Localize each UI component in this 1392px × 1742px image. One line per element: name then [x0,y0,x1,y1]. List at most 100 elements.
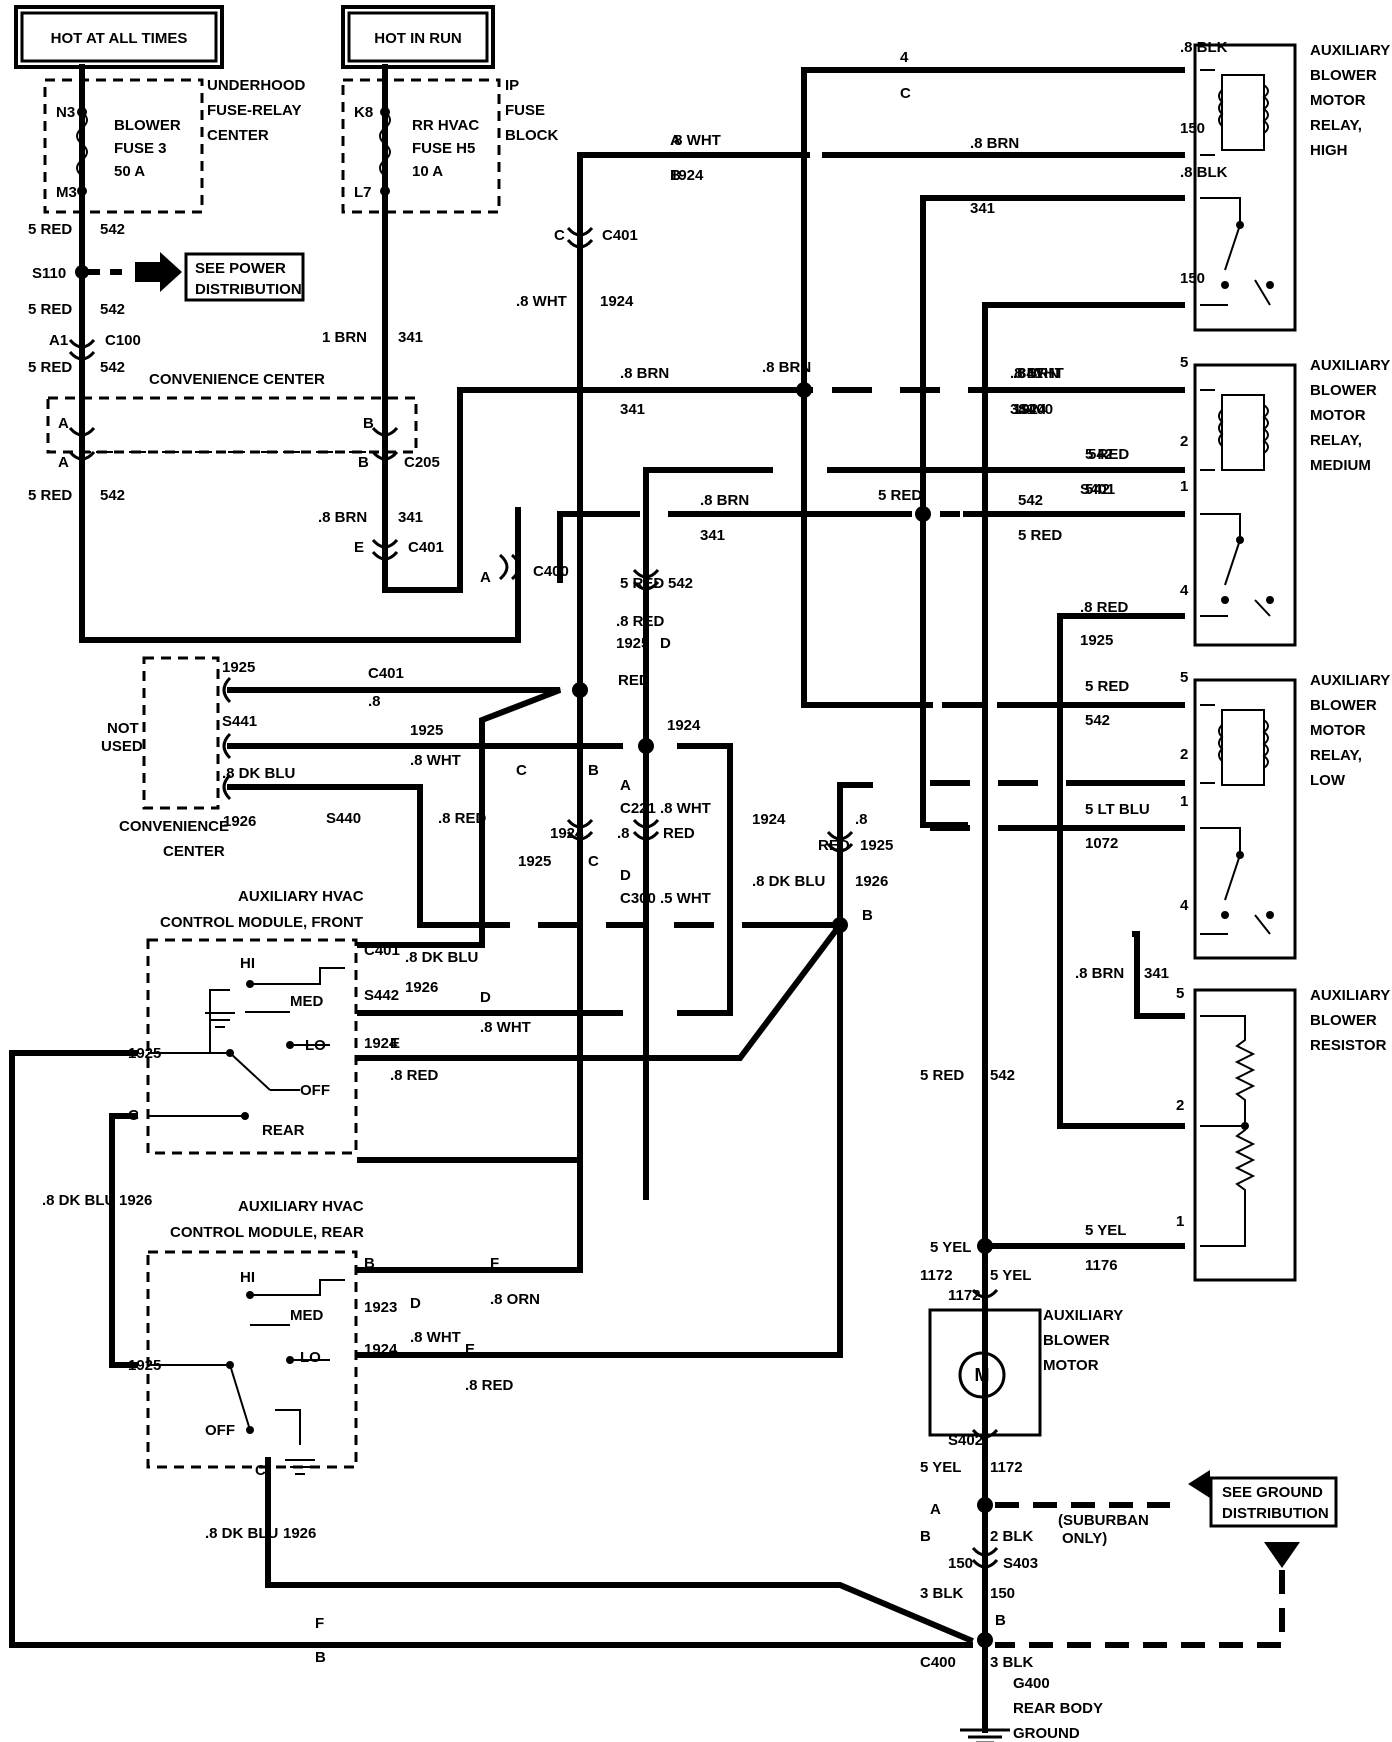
blower-motor: M AUXILIARY BLOWER MOTOR [928,1307,1123,1437]
relay-label: AUXILIARY [1310,357,1390,374]
wire-label: 1 [1176,1213,1184,1230]
ground-label: REAR BODY [1013,1700,1103,1717]
wire-label: .8 BRN [1010,365,1059,382]
motor-label: AUXILIARY [1043,1307,1123,1324]
wire-label: 5 [1176,985,1184,1002]
wire-label: 5 YEL [1085,1222,1126,1239]
splice-s410 [977,1632,993,1648]
wire-label: 1925 [518,853,551,870]
hot-at-all-times-label: HOT AT ALL TIMES [51,30,188,47]
wire-label: 150 [990,1585,1015,1602]
module-label: CONTROL MODULE, REAR [170,1224,364,1241]
wire-label: 341 [1144,965,1169,982]
wire-label: RED [663,825,695,842]
wire-label: 1924 [364,1341,398,1358]
dashed-wire-runs [85,152,1285,1648]
wire-label: .8 RED [390,1067,439,1084]
rear-body-ground: G400 REAR BODY GROUND [960,1675,1103,1742]
wire-label: 5 RED [28,221,72,238]
wire-label: .8 RED [616,613,665,630]
relay-low [1193,678,1297,960]
motor-symbol: M [975,1365,990,1385]
relay-label: BLOWER [1310,67,1377,84]
wire-label: .8 DK BLU [205,1525,278,1542]
resistor-label: RESISTOR [1310,1037,1387,1054]
see-ground-distribution: SEE GROUND DISTRIBUTION (SUBURBAN ONLY) [1058,1470,1338,1568]
wire-label: E [390,1035,400,1052]
wire-label: 341 [700,527,725,544]
wire-label: 1923 [364,1299,397,1316]
wire-label: 542 [668,575,693,592]
wire-label: B [920,1528,931,1545]
wire-label: .8 BRN [762,359,811,376]
relay-label: MOTOR [1310,92,1366,109]
wire-label: 542 [1085,481,1110,498]
splices [75,265,993,1648]
relay-label: HIGH [1310,142,1348,159]
wire-label: S402 [948,1432,983,1449]
wire-label: A [930,1501,941,1518]
wire-label: 1072 [1085,835,1118,852]
wire-label: B [588,762,599,779]
wire-label: .8 [617,825,630,842]
wire-label: 1926 [223,813,256,830]
wire-label: .8 [368,693,381,710]
wire-label: 5 BLK [0,0,44,4]
wire-label: .8 ORN [490,1291,540,1308]
wire-label: 1924 [550,825,584,842]
wire-label: S410 [0,0,35,4]
wire-label: 542 [100,221,125,238]
wire-label: 542 [100,359,125,376]
wire-label: E [465,1341,475,1358]
wire-label: .8 WHT [670,132,721,149]
convenience-center-label: CONVENIENCE CENTER [149,371,325,388]
wire-label: 150 [948,1555,973,1572]
wire-label: B [363,415,374,432]
wire-label: .8 BRN [700,492,749,509]
wire-label: .8 DK BLU [222,765,295,782]
wire-label: 5 RED [620,575,664,592]
wire-label: S400 [1018,401,1053,418]
hot-in-run-label: HOT IN RUN [374,30,462,47]
wire-label: 5 LT BLU [1085,801,1150,818]
wire-label: .8 BLK [1180,164,1228,181]
convenience-center-c221-box [142,656,220,810]
blower-resistor [1193,988,1297,1282]
splice-s441 [638,738,654,754]
relay-label: MOTOR [1310,407,1366,424]
wire-label: C400 [533,563,569,580]
motor-label: BLOWER [1043,1332,1110,1349]
wire-label: B [358,454,369,471]
box-label: BLOCK [505,127,558,144]
wire-label: A [58,415,69,432]
wire-label: 1925 [128,1357,161,1374]
wire-label: F [315,1615,324,1632]
wire-label: C400 [920,1654,956,1671]
wire-label: B [862,907,873,924]
wire-label: 542 [100,487,125,504]
switch-position: MED [290,1307,324,1324]
pin-k8: K8 [354,104,373,121]
switch-position: LO [305,1037,326,1054]
wire-label: A [670,132,681,149]
relay-medium [1193,363,1297,647]
hot-at-all-times-box: HOT AT ALL TIMES [14,5,224,69]
wire-label: B [670,167,681,184]
wire-label: 1925 [128,1045,161,1062]
relay-label: RELAY, [1310,117,1362,134]
wire-label: S110 [32,265,66,282]
module-label: AUXILIARY HVAC [238,888,364,905]
ref-label: DISTRIBUTION [1222,1505,1329,1522]
splice-s110 [75,265,89,279]
wire-label: B [995,1612,1006,1629]
wire-label: 1924 [667,717,701,734]
switch-position: OFF [205,1422,235,1439]
wire-label: 150 [0,0,25,4]
wire-label: C100 [105,332,141,349]
wire-label: 1 [1180,793,1188,810]
wire-label: 5 RED [920,1067,964,1084]
convenience-center-box [46,396,418,454]
wire-label: 4 [900,49,909,66]
wire-label: 5 YEL [920,1459,961,1476]
not-used-label: USED [101,738,143,755]
